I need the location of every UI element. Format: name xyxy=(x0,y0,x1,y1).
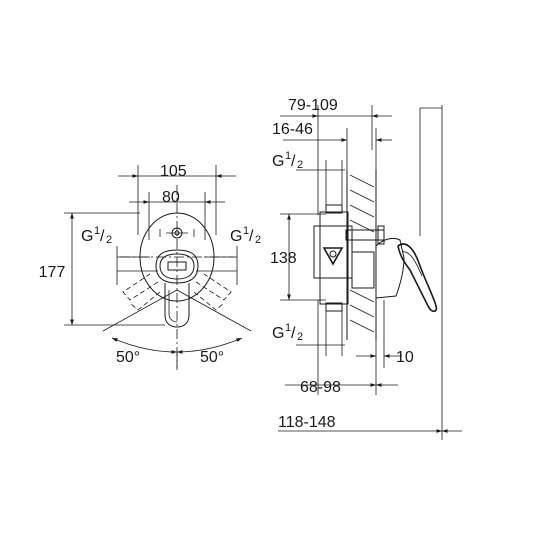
svg-text:1: 1 xyxy=(285,322,291,334)
svg-text:/: / xyxy=(291,325,296,342)
angle-left-label: 50° xyxy=(116,349,140,366)
svg-text:/: / xyxy=(291,153,296,170)
thread-left-label: G 1 / 2 xyxy=(81,225,112,246)
thread-right-label: G 1 / 2 xyxy=(230,225,261,246)
svg-text:2: 2 xyxy=(106,234,112,246)
svg-text:/: / xyxy=(249,228,254,245)
handle-phantom-right xyxy=(193,273,232,311)
thread-top-label: G 1 / 2 xyxy=(272,150,303,171)
dim-80-label: 80 xyxy=(162,189,180,206)
svg-text:G: G xyxy=(81,228,93,245)
handle-phantom-left xyxy=(122,273,161,311)
svg-text:G: G xyxy=(230,228,242,245)
wall-hatching xyxy=(349,174,375,333)
dim-138-label: 138 xyxy=(270,250,297,267)
dim-16-46-label: 16-46 xyxy=(272,121,313,138)
dim-105-label: 105 xyxy=(160,163,187,180)
dim-79-109-label: 79-109 xyxy=(288,97,338,114)
thread-bottom-label: G 1 / 2 xyxy=(272,322,303,343)
side-view xyxy=(278,105,462,440)
lever-side xyxy=(375,237,438,313)
svg-text:G: G xyxy=(272,153,284,170)
svg-text:1: 1 xyxy=(243,225,249,237)
dim-118-148-label: 118-148 xyxy=(278,414,336,431)
svg-text:G: G xyxy=(272,325,284,342)
svg-text:1: 1 xyxy=(94,225,100,237)
dim-68-98-label: 68-98 xyxy=(300,379,341,396)
front-view xyxy=(64,165,252,370)
svg-text:2: 2 xyxy=(297,331,303,343)
svg-text:2: 2 xyxy=(297,159,303,171)
dim-177-label: 177 xyxy=(39,264,66,281)
angle-right-label: 50° xyxy=(200,349,224,366)
dim-10-label: 10 xyxy=(396,349,414,366)
lever-handle xyxy=(155,249,199,328)
svg-text:1: 1 xyxy=(285,150,291,162)
svg-text:/: / xyxy=(100,228,105,245)
valve-body xyxy=(313,204,385,312)
svg-text:2: 2 xyxy=(255,234,261,246)
